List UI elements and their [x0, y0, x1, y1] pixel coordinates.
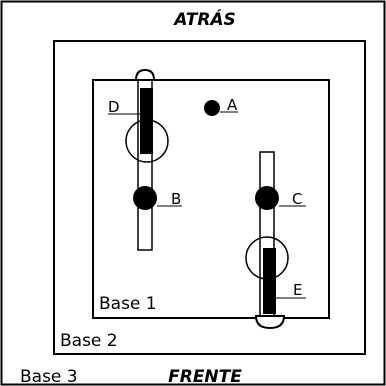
base-3-label: Base 3	[20, 367, 78, 386]
heading-back: ATRÁS	[172, 8, 236, 30]
point-a-dot	[204, 100, 220, 116]
point-b-label: B	[171, 190, 181, 208]
right-slot-cap	[254, 315, 286, 330]
left-adjust-bar	[140, 88, 153, 154]
heading-front: FRENTE	[168, 367, 242, 386]
right-adjust-bar	[263, 248, 276, 314]
right-slot	[245, 151, 289, 330]
base-2-label: Base 2	[60, 331, 118, 351]
point-b-dot	[133, 186, 157, 210]
point-c-label: C	[292, 190, 302, 208]
left-slot-cap	[134, 68, 156, 81]
point-e-label: E	[293, 281, 302, 299]
base-2-frame	[53, 40, 366, 355]
point-c-dot	[255, 186, 279, 210]
base-1-label: Base 1	[99, 294, 157, 314]
left-slot	[125, 68, 169, 251]
point-a-label: A	[227, 96, 238, 114]
point-d-label: D	[108, 98, 120, 116]
base-1-frame	[92, 79, 330, 319]
